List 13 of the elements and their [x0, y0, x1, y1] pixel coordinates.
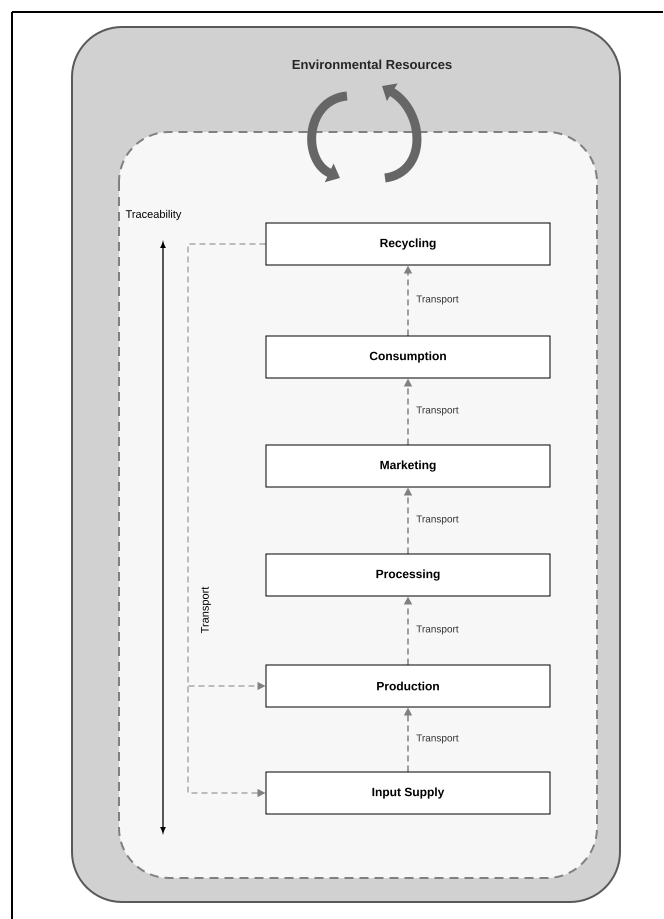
process-box: Recycling	[266, 222, 550, 266]
axis-label: Traceability	[126, 210, 182, 220]
process-box: Input Supply	[266, 772, 550, 814]
process-box: Consumption	[266, 336, 550, 378]
edge-label: Transport	[415, 294, 460, 306]
process-box: Processing	[266, 554, 550, 596]
edge-label: Transport	[415, 734, 460, 744]
edge-label: Transport	[415, 514, 460, 526]
edge-label: Transport	[415, 406, 460, 416]
edge-label: Transport	[415, 624, 460, 636]
process-box: Marketing	[266, 444, 550, 488]
process-box: Production	[266, 664, 550, 708]
edge-label: Transport	[200, 586, 212, 634]
